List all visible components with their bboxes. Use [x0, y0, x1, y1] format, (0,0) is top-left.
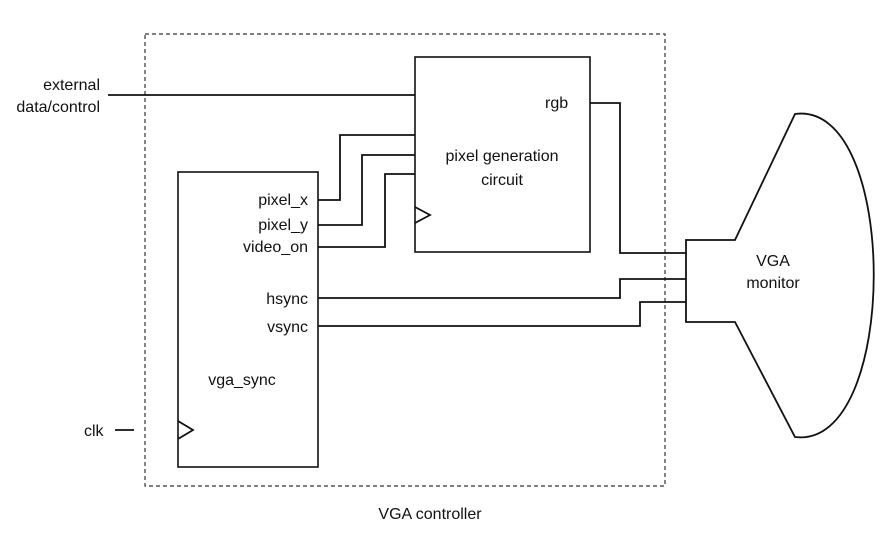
pixel-y-wire [318, 154, 415, 226]
vga-controller-label: VGA controller [378, 506, 482, 523]
pixel-generation-label-line2: circuit [481, 172, 523, 189]
vga-monitor-shape [685, 113, 875, 438]
monitor-label-line2: monitor [746, 275, 800, 292]
pixel-y-label: pixel_y [258, 217, 308, 234]
video-on-wire [318, 173, 415, 248]
vsync-wire [318, 301, 686, 327]
vsync-label: vsync [267, 319, 308, 336]
video-on-label: video_on [243, 239, 308, 256]
pixel-generation-block [414, 56, 591, 253]
pixel-x-wire [318, 134, 415, 201]
hsync-label: hsync [266, 291, 308, 308]
external-label-line1: external [43, 77, 100, 94]
rgb-label: rgb [545, 95, 568, 112]
hsync-wire [318, 278, 686, 299]
pixel-generation-label-line1: pixel generation [446, 148, 559, 165]
monitor-label-line1: VGA [756, 253, 790, 270]
vga-controller-boundary [144, 33, 666, 487]
vga-sync-block [177, 171, 319, 468]
vga-sync-clock-marker [177, 420, 195, 440]
vga-sync-label: vga_sync [208, 372, 276, 389]
pixel-x-label: pixel_x [258, 192, 308, 209]
external-label-line2: data/control [16, 99, 100, 116]
clk-label: clk [84, 423, 105, 440]
pixel-generation-clock-marker [414, 206, 432, 224]
rgb-wire [590, 102, 686, 254]
